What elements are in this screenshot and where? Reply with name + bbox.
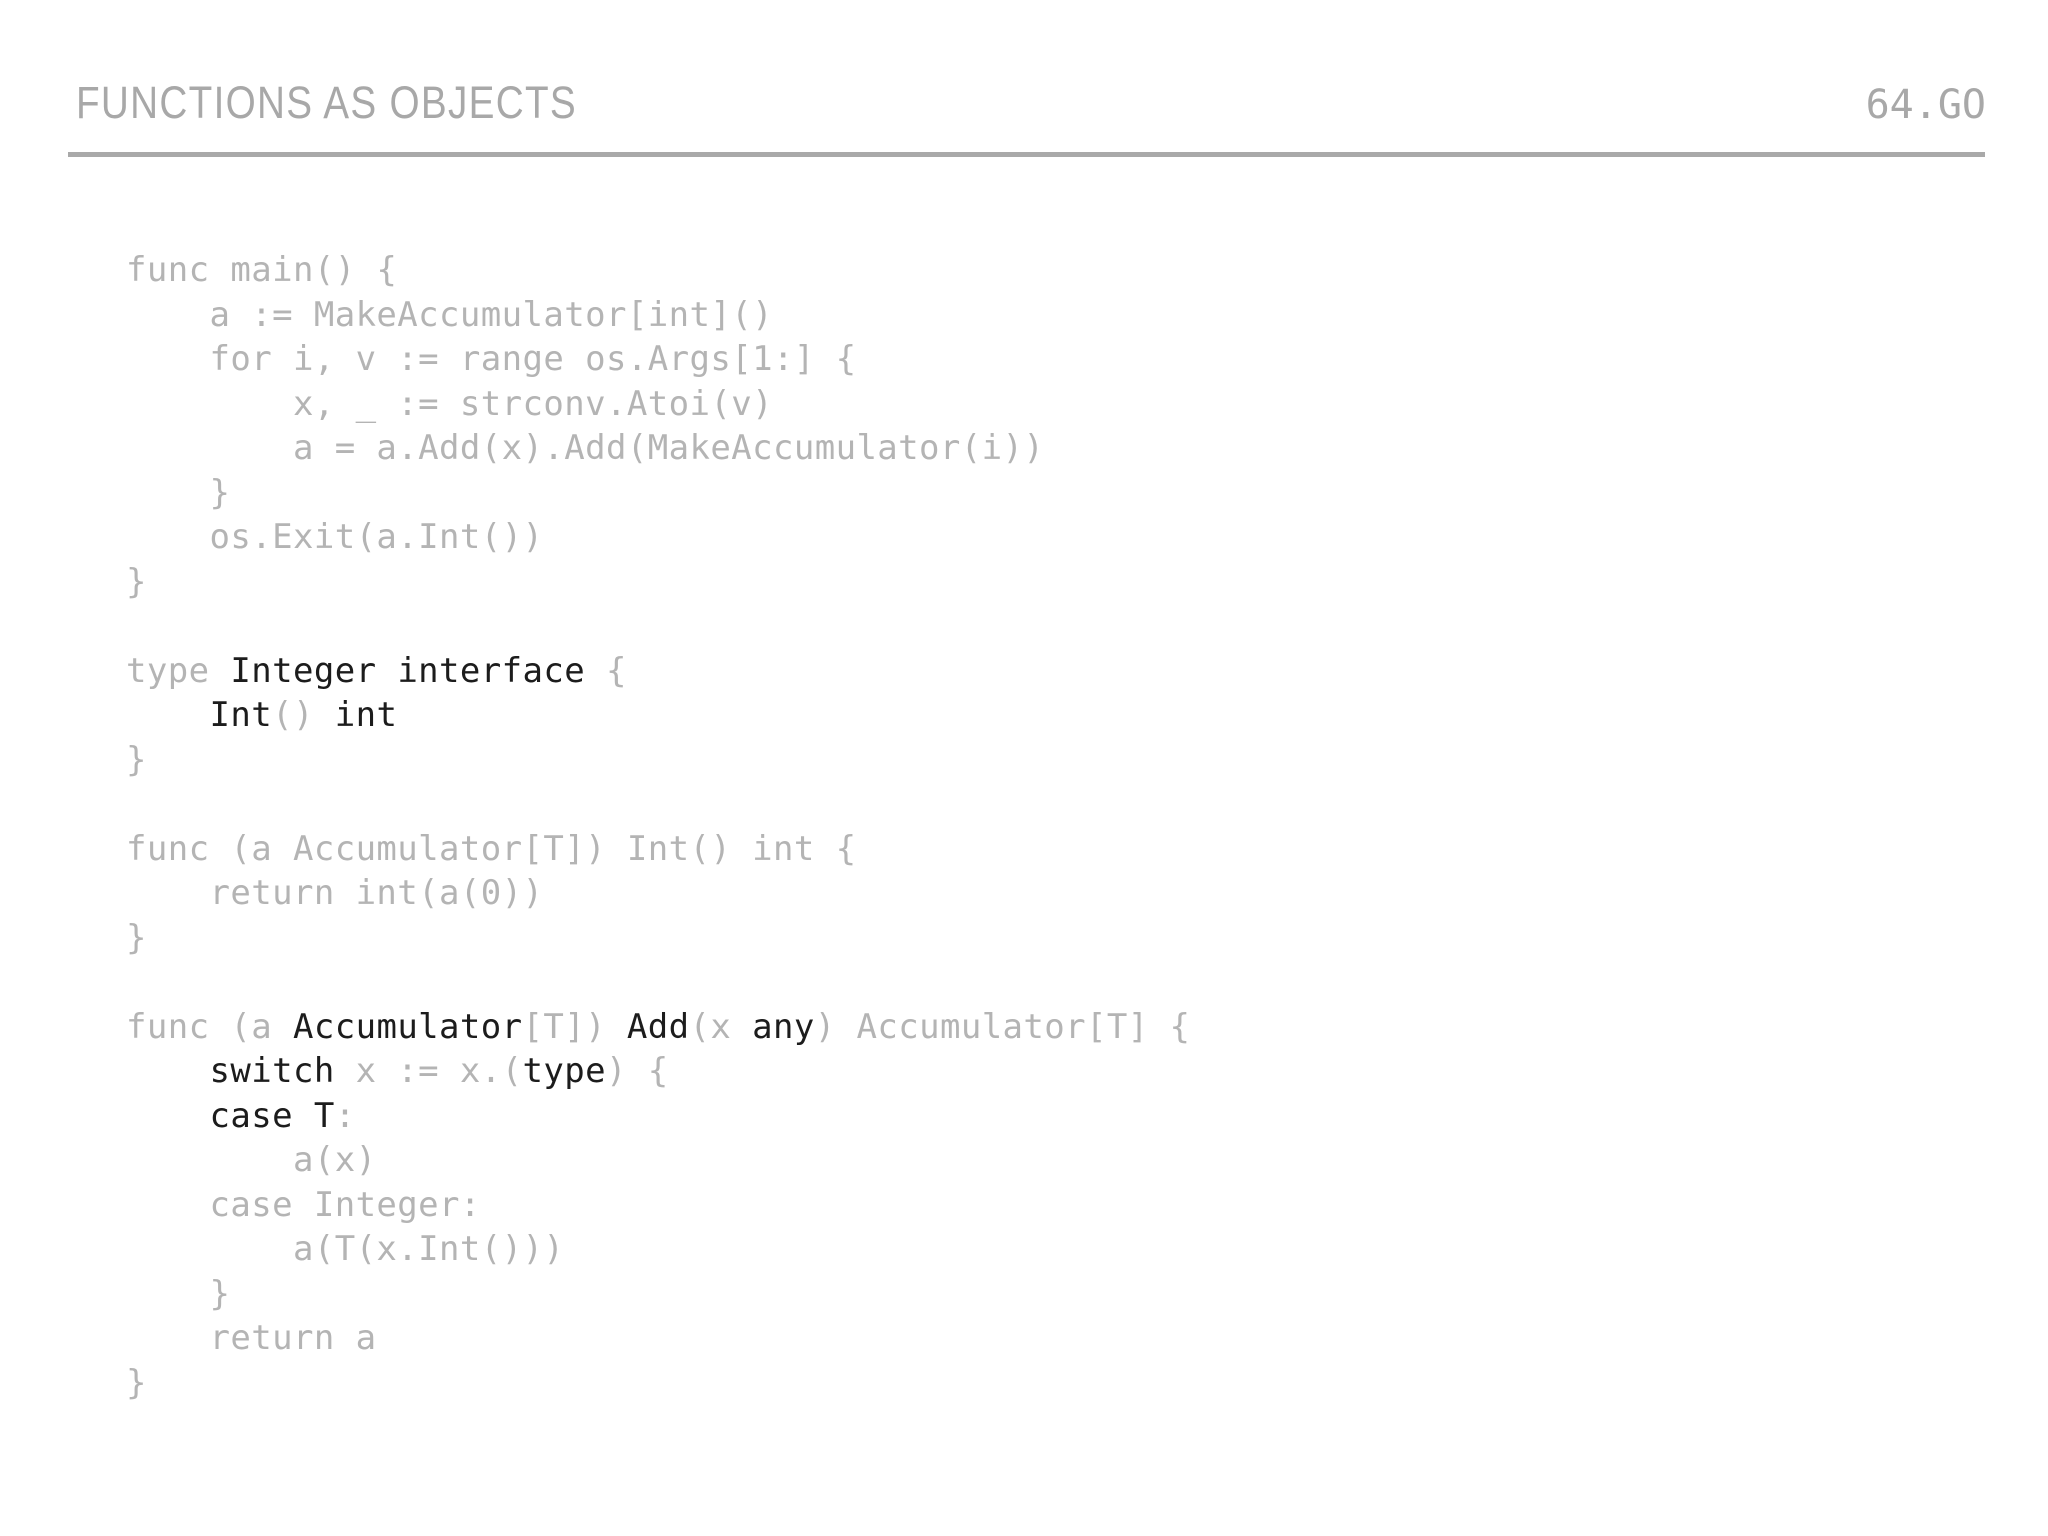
- code-token: return int(a(0)): [126, 873, 544, 913]
- code-token: :: [334, 1095, 356, 1136]
- code-line: }: [126, 471, 1966, 516]
- code-line: [126, 604, 1966, 649]
- code-line: a(x): [126, 1138, 1966, 1183]
- code-line: }: [126, 560, 1966, 605]
- code-line: }: [126, 1272, 1966, 1317]
- code-token: }: [126, 561, 147, 602]
- page-title: FUNCTIONS AS OBJECTS: [76, 77, 578, 128]
- code-line: return int(a(0)): [126, 871, 1966, 916]
- code-line: case T:: [126, 1094, 1966, 1139]
- code-token: }: [126, 472, 231, 513]
- code-line: }: [126, 1361, 1966, 1406]
- code-token: type: [126, 650, 231, 691]
- code-token: a := MakeAccumulator[int](): [126, 294, 773, 335]
- code-line: os.Exit(a.Int()): [126, 515, 1966, 560]
- code-token-highlight: Integer interface: [230, 650, 586, 691]
- code-token: }: [126, 917, 147, 958]
- code-line: type Integer interface {: [126, 649, 1966, 694]
- code-token-highlight: Int: [209, 695, 273, 735]
- code-token: (): [272, 695, 335, 735]
- code-token: a(x): [126, 1140, 377, 1180]
- code-token: [T]): [522, 1006, 627, 1047]
- code-token: }: [126, 1273, 231, 1314]
- code-token: return a: [126, 1318, 377, 1358]
- code-line: a := MakeAccumulator[int](): [126, 293, 1966, 338]
- code-token: a(T(x.Int())): [126, 1229, 565, 1269]
- code-token-highlight: type: [522, 1051, 607, 1091]
- code-line: for i, v := range os.Args[1:] {: [126, 337, 1966, 382]
- code-line: x, _ := strconv.Atoi(v): [126, 382, 1966, 427]
- code-token-highlight: any: [752, 1006, 815, 1047]
- code-token: for i, v := range os.Args[1:] {: [126, 339, 857, 379]
- code-token: os.Exit(a.Int()): [126, 517, 544, 557]
- code-token: [126, 1096, 209, 1136]
- code-token: func (a: [126, 1006, 293, 1047]
- code-token: (x: [689, 1006, 753, 1047]
- code-line: }: [126, 916, 1966, 961]
- code-token: }: [126, 1362, 147, 1403]
- code-line: }: [126, 738, 1966, 783]
- code-line: func (a Accumulator[T]) Add(x any) Accum…: [126, 1005, 1966, 1050]
- code-token-highlight: switch: [209, 1051, 335, 1091]
- code-token: func (a Accumulator[T]) Int() int {: [126, 828, 857, 869]
- code-token: x := x.(: [334, 1051, 523, 1091]
- code-line: return a: [126, 1316, 1966, 1361]
- code-token: [126, 1051, 209, 1091]
- slide-number: 64.GO: [1865, 82, 1986, 128]
- header-divider: [68, 152, 1985, 157]
- code-token: ) {: [606, 1051, 669, 1091]
- code-line: func (a Accumulator[T]) Int() int {: [126, 827, 1966, 872]
- code-line: switch x := x.(type) {: [126, 1049, 1966, 1094]
- code-line: a(T(x.Int())): [126, 1227, 1966, 1272]
- code-token: {: [585, 650, 627, 691]
- code-line: [126, 782, 1966, 827]
- code-line: [126, 960, 1966, 1005]
- code-token-highlight: case T: [209, 1095, 335, 1136]
- code-token-highlight: int: [334, 695, 398, 735]
- code-token-highlight: Add: [626, 1006, 690, 1047]
- slide-header: FUNCTIONS AS OBJECTS 64.GO: [76, 58, 1986, 129]
- code-token: [126, 695, 209, 735]
- code-line: Int() int: [126, 693, 1966, 738]
- code-line: case Integer:: [126, 1183, 1966, 1228]
- code-block: func main() { a := MakeAccumulator[int](…: [126, 248, 1966, 1405]
- code-token: a = a.Add(x).Add(MakeAccumulator(i)): [126, 428, 1045, 468]
- code-line: a = a.Add(x).Add(MakeAccumulator(i)): [126, 426, 1966, 471]
- code-token: }: [126, 739, 147, 780]
- code-token: ) Accumulator[T] {: [814, 1006, 1191, 1047]
- code-token: func main() {: [126, 250, 398, 290]
- code-token: case Integer:: [126, 1184, 481, 1225]
- code-token-highlight: Accumulator: [292, 1006, 523, 1047]
- code-token: x, _ := strconv.Atoi(v): [126, 383, 773, 424]
- code-line: func main() {: [126, 248, 1966, 293]
